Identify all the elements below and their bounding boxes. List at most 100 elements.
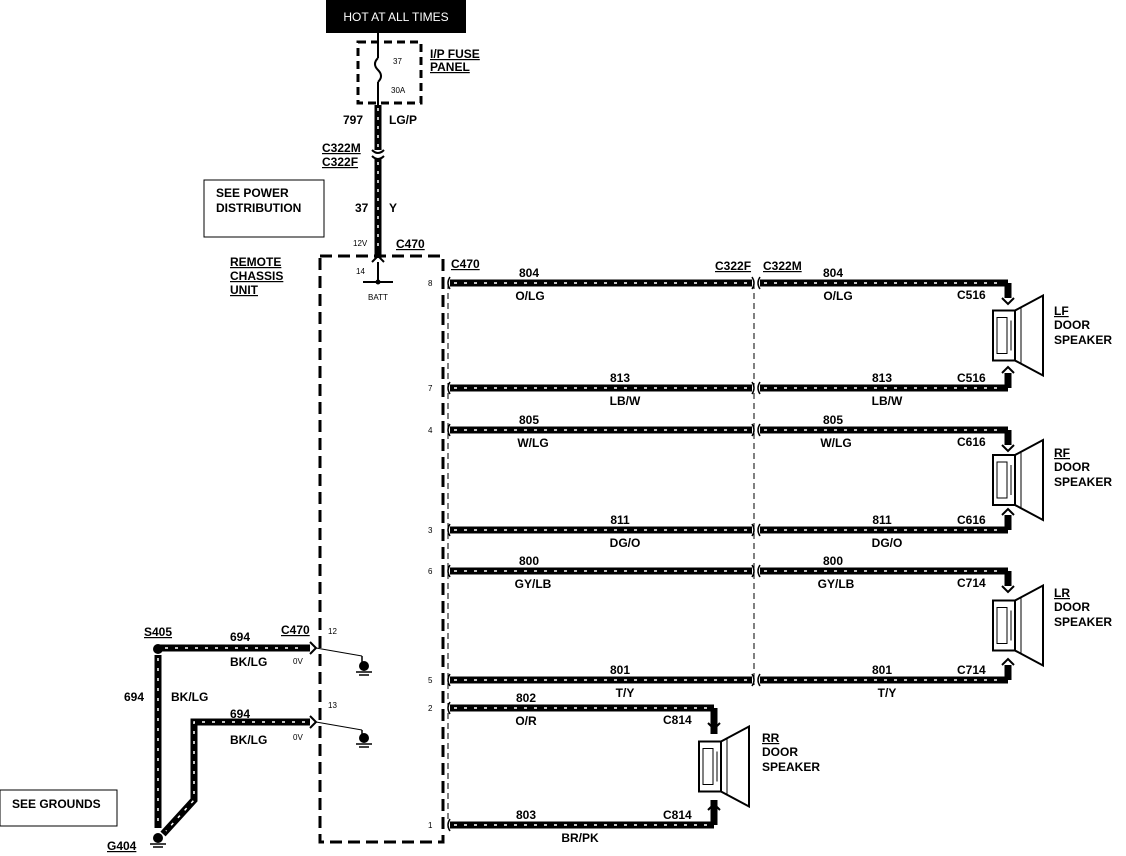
- speaker-conn-top: C516: [957, 288, 986, 302]
- ground-splice-label: S405: [144, 625, 172, 639]
- g404-label: G404: [107, 839, 137, 853]
- ground-w2-v: 0V: [293, 733, 303, 742]
- rear-pin-2: 2: [428, 704, 433, 713]
- see-power-line1: SEE POWER: [216, 186, 289, 200]
- c322-connector-icon: [371, 149, 385, 160]
- speaker-conn-top: C616: [957, 435, 986, 449]
- speaker-label-1: RF: [1054, 446, 1070, 460]
- see-power-line2: DISTRIBUTION: [216, 201, 301, 215]
- rear-circuit-802: 802: [516, 691, 536, 705]
- speaker-label-2: DOOR: [762, 745, 798, 759]
- see-grounds-label: SEE GROUNDS: [12, 797, 101, 811]
- color-right-801: T/Y: [878, 686, 897, 700]
- color-left-811: DG/O: [610, 536, 641, 550]
- pin-6: 6: [428, 567, 433, 576]
- feed-conn-c322f: C322F: [322, 155, 358, 169]
- ground-icon-1: [359, 661, 369, 671]
- speaker-conn-bot: C616: [957, 513, 986, 527]
- ground-w2-pin: 13: [328, 701, 337, 710]
- ground-w2-color: BK/LG: [230, 733, 267, 747]
- color-right-804: O/LG: [823, 289, 852, 303]
- see-power-box[interactable]: [203, 179, 325, 238]
- speaker-label-1: LF: [1054, 304, 1069, 318]
- pin-8: 8: [428, 279, 433, 288]
- speaker-conn-bot: C714: [957, 663, 986, 677]
- pin-3: 3: [428, 526, 433, 535]
- rear-circuit-803: 803: [516, 808, 536, 822]
- color-left-805: W/LG: [517, 436, 548, 450]
- hot-banner-label: HOT AT ALL TIMES: [343, 10, 448, 24]
- feed-circuit-797: 797: [343, 113, 363, 127]
- circuit-right-813: 813: [872, 371, 892, 385]
- conn-c322m: C322M: [763, 259, 802, 273]
- feed-color-y: Y: [389, 201, 397, 215]
- ground-icon-2: [359, 733, 369, 743]
- color-left-813: LB/W: [610, 394, 641, 408]
- feed-conn-c470: C470: [396, 237, 425, 251]
- rear-color-802: O/R: [515, 714, 537, 728]
- see-grounds-box[interactable]: [0, 789, 118, 827]
- rcu-label-3: UNIT: [230, 283, 259, 297]
- circuit-left-813: 813: [610, 371, 630, 385]
- color-right-813: LB/W: [872, 394, 903, 408]
- speaker-label-3: SPEAKER: [1054, 615, 1112, 629]
- speaker-conn-bot: C516: [957, 371, 986, 385]
- circuit-left-801: 801: [610, 663, 630, 677]
- circuit-right-801: 801: [872, 663, 892, 677]
- fuse-panel-label-1: I/P FUSE: [430, 47, 480, 61]
- ground-w1-circuit: 694: [230, 630, 250, 644]
- circuit-right-811: 811: [872, 513, 892, 527]
- main-wire-group: 8804O/LG804O/LG7813LB/W813LB/W4805W/LG80…: [428, 266, 1008, 700]
- color-left-800: GY/LB: [515, 577, 552, 591]
- circuit-left-804: 804: [519, 266, 539, 280]
- feed-circuit-37: 37: [355, 201, 369, 215]
- color-left-801: T/Y: [616, 686, 635, 700]
- rear-color-803: BR/PK: [561, 831, 599, 845]
- circuit-left-800: 800: [519, 554, 539, 568]
- fuse-rating: 30A: [391, 86, 406, 95]
- feed-color-lgp: LG/P: [389, 113, 417, 127]
- hot-banner: [326, 0, 466, 33]
- rear-pin-1: 1: [428, 821, 433, 830]
- feed-pin-14: 14: [356, 267, 365, 276]
- feed-batt: BATT: [368, 293, 388, 302]
- feed-conn-c322m: C322M: [322, 141, 361, 155]
- pin-7: 7: [428, 384, 433, 393]
- speaker-label-2: DOOR: [1054, 600, 1090, 614]
- fuse-icon: [374, 57, 382, 83]
- speaker-group: C516C516LFDOORSPEAKERC616C616RFDOORSPEAK…: [663, 283, 1112, 825]
- color-right-805: W/LG: [820, 436, 851, 450]
- speaker-label-1: RR: [762, 731, 780, 745]
- pin-5: 5: [428, 676, 433, 685]
- speaker-label-3: SPEAKER: [762, 760, 820, 774]
- color-right-800: GY/LB: [818, 577, 855, 591]
- ground-vert-color: BK/LG: [171, 690, 208, 704]
- circuit-right-800: 800: [823, 554, 843, 568]
- speaker-label-3: SPEAKER: [1054, 333, 1112, 347]
- feed-voltage: 12V: [353, 239, 368, 248]
- pin-4: 4: [428, 426, 433, 435]
- ground-w1-pin: 12: [328, 627, 337, 636]
- ground-w2-circuit: 694: [230, 707, 250, 721]
- circuit-left-805: 805: [519, 413, 539, 427]
- speaker-conn-bot: C814: [663, 808, 692, 822]
- fuse-panel-box: [356, 40, 423, 105]
- circuit-right-805: 805: [823, 413, 843, 427]
- speaker-label-3: SPEAKER: [1054, 475, 1112, 489]
- rcu-label-2: CHASSIS: [230, 269, 283, 283]
- ground-w1-conn: C470: [281, 623, 310, 637]
- g404-ground-icon: [153, 833, 163, 843]
- color-left-804: O/LG: [515, 289, 544, 303]
- speaker-label-2: DOOR: [1054, 460, 1090, 474]
